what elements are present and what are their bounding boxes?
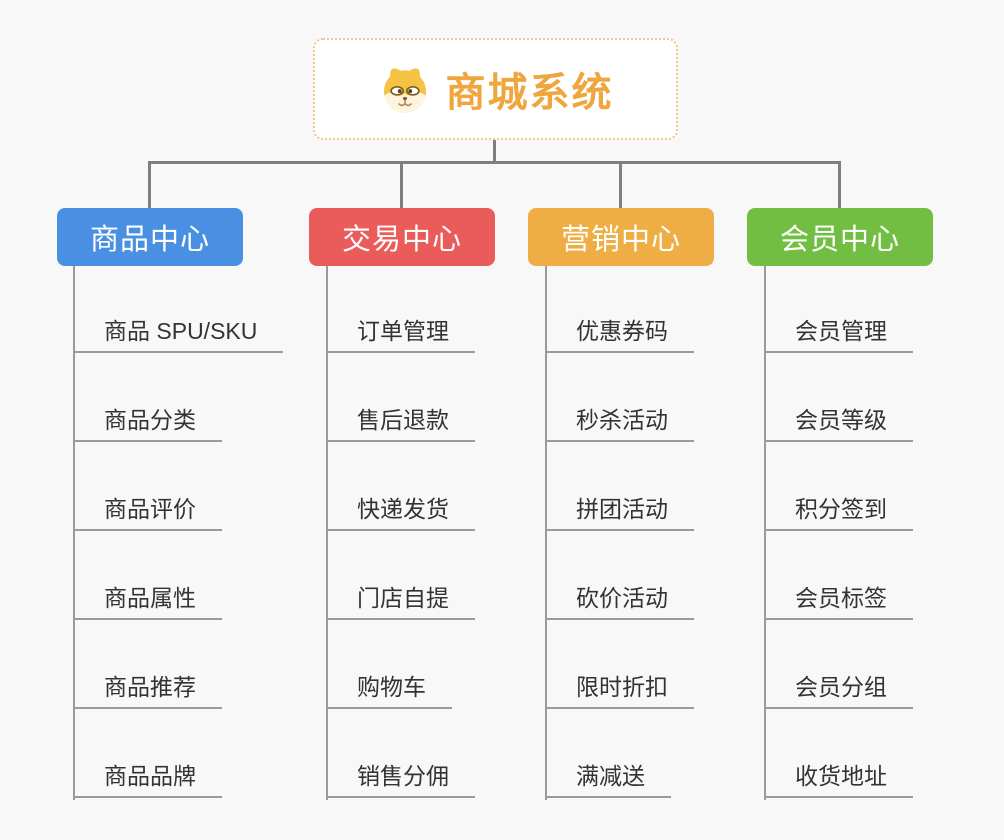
leaf-topic[interactable]: 会员分组 <box>764 672 913 709</box>
connector-drop-2 <box>400 161 403 209</box>
leaf-topic[interactable]: 商品推荐 <box>73 672 222 709</box>
connector-horizontal <box>148 161 841 164</box>
leaf-topic[interactable]: 积分签到 <box>764 494 913 531</box>
leaf-topic[interactable]: 会员管理 <box>764 316 913 353</box>
branch-children-marketing-center: 优惠券码 秒杀活动 拼团活动 砍价活动 限时折扣 满减送 <box>545 266 805 826</box>
dog-face-icon <box>378 62 432 116</box>
leaf-topic[interactable]: 快递发货 <box>326 494 475 531</box>
branch-children-trade-center: 订单管理 售后退款 快递发货 门店自提 购物车 销售分佣 <box>326 266 586 826</box>
branch-topic-marketing-center[interactable]: 营销中心 <box>528 208 714 266</box>
leaf-topic[interactable]: 商品评价 <box>73 494 222 531</box>
leaf-topic[interactable]: 砍价活动 <box>545 583 694 620</box>
leaf-topic[interactable]: 会员标签 <box>764 583 913 620</box>
leaf-topic[interactable]: 门店自提 <box>326 583 475 620</box>
leaf-topic[interactable]: 拼团活动 <box>545 494 694 531</box>
connector-trunk-2 <box>326 266 328 800</box>
branch-topic-member-center[interactable]: 会员中心 <box>747 208 933 266</box>
branch-children-member-center: 会员管理 会员等级 积分签到 会员标签 会员分组 收货地址 <box>764 266 1004 826</box>
connector-root-stub <box>493 139 496 164</box>
leaf-topic[interactable]: 收货地址 <box>764 761 913 798</box>
connector-trunk-3 <box>545 266 547 800</box>
leaf-topic[interactable]: 商品属性 <box>73 583 222 620</box>
root-topic[interactable]: 商城系统 <box>313 38 678 140</box>
leaf-topic[interactable]: 满减送 <box>545 761 671 798</box>
branch-topic-product-center[interactable]: 商品中心 <box>57 208 243 266</box>
leaf-topic[interactable]: 优惠券码 <box>545 316 694 353</box>
leaf-topic[interactable]: 限时折扣 <box>545 672 694 709</box>
branch-children-product-center: 商品 SPU/SKU 商品分类 商品评价 商品属性 商品推荐 商品品牌 <box>73 266 333 826</box>
leaf-topic[interactable]: 订单管理 <box>326 316 475 353</box>
leaf-topic[interactable]: 购物车 <box>326 672 452 709</box>
leaf-topic[interactable]: 售后退款 <box>326 405 475 442</box>
connector-drop-4 <box>838 161 841 209</box>
branch-topic-trade-center[interactable]: 交易中心 <box>309 208 495 266</box>
root-topic-title: 商城系统 <box>445 71 614 115</box>
leaf-topic[interactable]: 会员等级 <box>764 405 913 442</box>
leaf-topic[interactable]: 秒杀活动 <box>545 405 694 442</box>
connector-trunk-1 <box>73 266 75 800</box>
connector-drop-1 <box>148 161 151 209</box>
leaf-topic[interactable]: 商品品牌 <box>73 761 222 798</box>
leaf-topic[interactable]: 商品分类 <box>73 405 222 442</box>
connector-trunk-4 <box>764 266 766 800</box>
connector-drop-3 <box>619 161 622 209</box>
leaf-topic[interactable]: 商品 SPU/SKU <box>73 316 284 353</box>
leaf-topic[interactable]: 销售分佣 <box>326 761 475 798</box>
